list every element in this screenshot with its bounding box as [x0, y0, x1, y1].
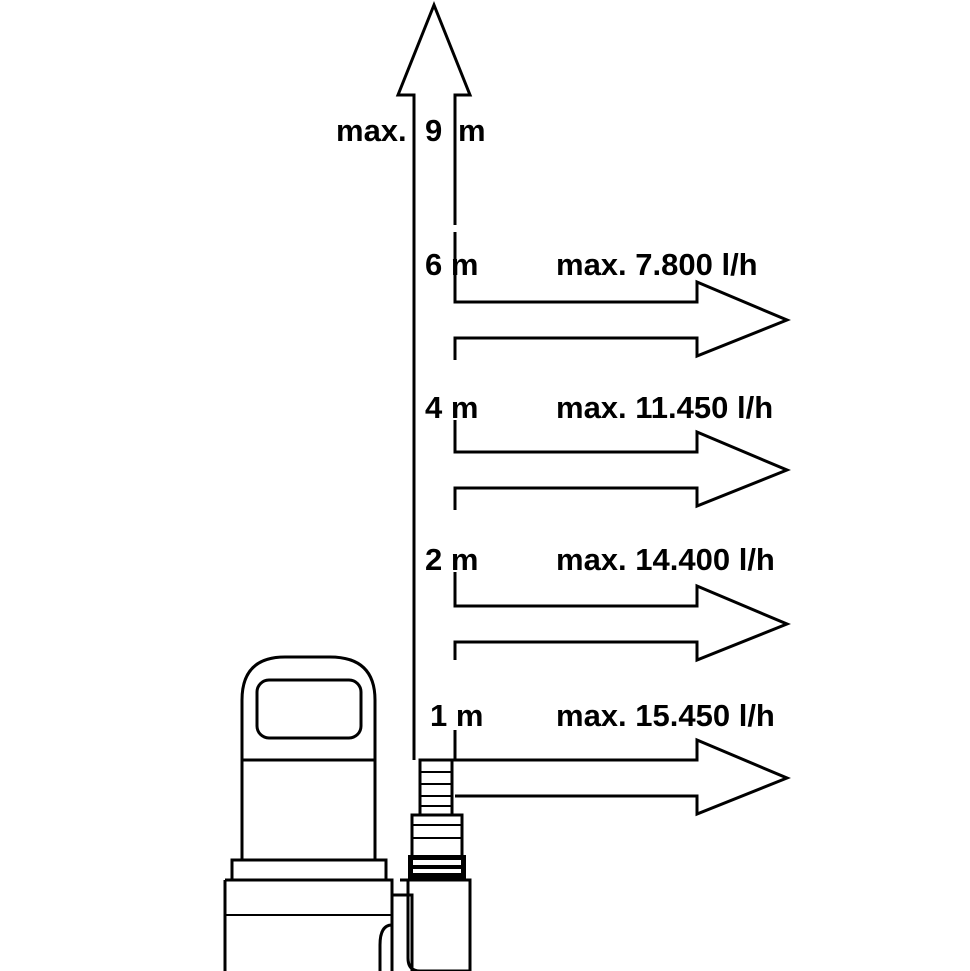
- vertical-height-arrow: [395, 0, 473, 760]
- max-height-unit: m: [458, 113, 486, 148]
- level-height-label: 4 m: [425, 390, 478, 425]
- submersible-pump-icon: [223, 655, 472, 971]
- level-flow-label: max. 11.450 l/h: [556, 390, 773, 425]
- flow-arrow-6m: [453, 232, 791, 360]
- level-flow-label: max. 14.400 l/h: [556, 542, 775, 577]
- level-flow-label: max. 7.800 l/h: [556, 247, 758, 282]
- flow-arrow-2m: [453, 572, 791, 663]
- level-height-label: 2 m: [425, 542, 478, 577]
- flow-arrow-1m: [453, 730, 791, 817]
- max-height-value: 9: [425, 113, 442, 148]
- flow-arrow-4m: [453, 420, 791, 510]
- level-height-label: 1 m: [430, 698, 483, 733]
- level-height-label: 6 m: [425, 247, 478, 282]
- coupling-nut: [408, 855, 466, 881]
- max-height-prefix: max.: [336, 113, 407, 148]
- level-flow-label: max. 15.450 l/h: [556, 698, 775, 733]
